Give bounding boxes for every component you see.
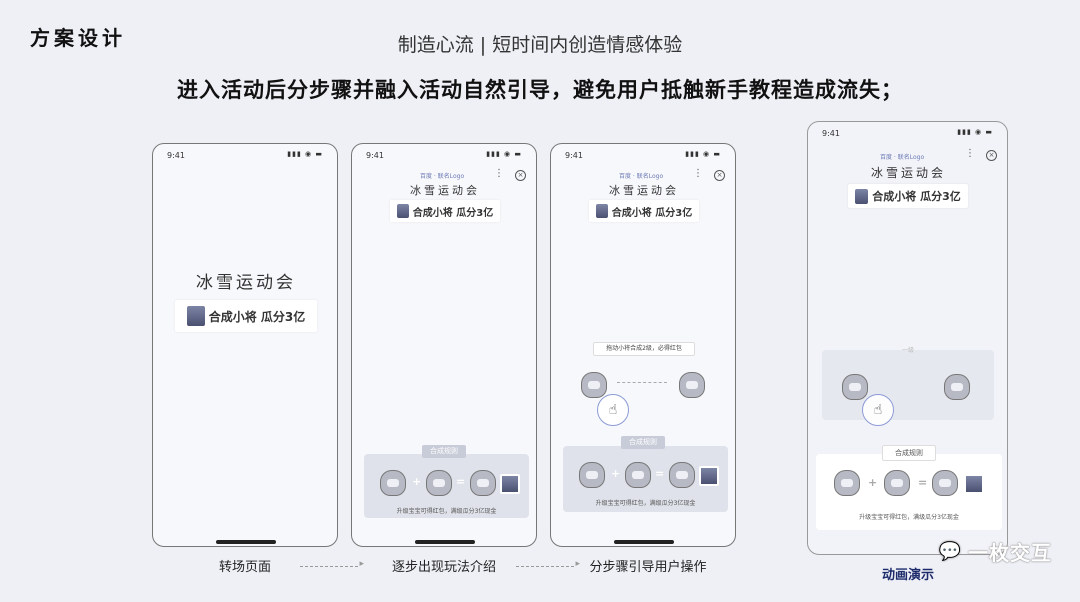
event-title: 冰雪运动会: [808, 164, 1008, 181]
event-subtitle: 合成小将 瓜分3亿: [175, 300, 317, 332]
event-subtitle-text: 合成小将 瓜分3亿: [872, 188, 960, 204]
home-indicator: [614, 540, 674, 544]
rules-label: 合成规则: [882, 445, 936, 461]
status-icons: ▮▮▮ ◉ ▬: [287, 150, 323, 158]
more-menu-icon[interactable]: ⋮: [494, 168, 504, 179]
status-time: 9:41: [822, 129, 840, 138]
event-subtitle-text: 合成小将 瓜分3亿: [612, 204, 692, 219]
logo-tag: 百度 · 联名Logo: [420, 171, 464, 180]
mascot-icon: [579, 462, 605, 488]
event-subtitle: 合成小将 瓜分3亿: [589, 200, 699, 222]
badge-icon: [596, 204, 608, 218]
rules-note: 升级宝宝可得红包，满级瓜分3亿现金: [364, 506, 529, 515]
status-time: 9:41: [565, 151, 583, 160]
mascot-icon: [380, 470, 406, 496]
event-title: 冰雪运动会: [352, 182, 537, 198]
event-subtitle-text: 合成小将 瓜分3亿: [413, 204, 493, 219]
home-indicator: [216, 540, 276, 544]
event-subtitle: 合成小将 瓜分3亿: [848, 184, 968, 208]
more-menu-icon[interactable]: ⋮: [965, 148, 975, 159]
rules-note: 升级宝宝可得红包，满级瓜分3亿现金: [563, 498, 728, 507]
mascot-icon[interactable]: [944, 374, 970, 400]
plus-icon: +: [412, 475, 421, 488]
watermark-text: 一枚交互: [968, 537, 1052, 566]
plus-icon: +: [611, 467, 620, 480]
gift-icon: [699, 466, 719, 486]
phone-demo: 9:41 ▮▮▮ ◉ ▬ ⋮ × 百度 · 联名Logo 冰雪运动会 合成小将 …: [807, 121, 1008, 555]
plus-icon: +: [868, 476, 877, 489]
close-icon[interactable]: ×: [714, 170, 725, 181]
event-title: 冰雪运动会: [551, 182, 736, 198]
tap-hand-icon: ☝: [862, 394, 894, 426]
equals-icon: =: [456, 475, 465, 488]
caption-guide: 分步骤引导用户操作: [578, 556, 718, 575]
mascot-icon: [470, 470, 496, 496]
mascot-icon[interactable]: [842, 374, 868, 400]
mascot-icon: [884, 470, 910, 496]
mascot-icon: [932, 470, 958, 496]
rules-label: 合成规则: [422, 445, 466, 458]
slide-headline: 进入活动后分步骤并融入活动自然引导，避免用户抵触新手教程造成流失；: [0, 74, 1080, 104]
guide-hint: 拖动小将合成2级，必得红包: [593, 342, 695, 356]
close-icon[interactable]: ×: [986, 150, 997, 161]
phone-intro: 9:41 ▮▮▮ ◉ ▬ ⋮ × 百度 · 联名Logo 冰雪运动会 合成小将 …: [351, 143, 537, 547]
badge-icon: [855, 189, 868, 204]
slide-subtitle: 制造心流 | 短时间内创造情感体验: [0, 30, 1080, 57]
status-icons: ▮▮▮ ◉ ▬: [685, 150, 721, 158]
status-icons: ▮▮▮ ◉ ▬: [486, 150, 522, 158]
phone-guide: 9:41 ▮▮▮ ◉ ▬ ⋮ × 百度 · 联名Logo 冰雪运动会 合成小将 …: [550, 143, 736, 547]
equals-icon: =: [918, 476, 927, 489]
logo-tag: 百度 · 联名Logo: [619, 171, 663, 180]
status-time: 9:41: [167, 151, 185, 160]
badge-icon: [187, 306, 205, 326]
rules-label: 合成规则: [621, 436, 665, 449]
phone-transition: 9:41 ▮▮▮ ◉ ▬ 冰雪运动会 合成小将 瓜分3亿: [152, 143, 338, 547]
guide-hint-faded: 一级: [888, 346, 928, 356]
caption-intro: 逐步出现玩法介绍: [374, 556, 514, 575]
tap-hand-icon: ☝: [597, 394, 629, 426]
drag-path: [617, 382, 667, 383]
mascot-icon: [834, 470, 860, 496]
flow-arrow: [516, 566, 574, 567]
event-subtitle: 合成小将 瓜分3亿: [390, 200, 500, 222]
caption-demo: 动画演示: [858, 564, 958, 583]
home-indicator: [415, 540, 475, 544]
status-icons: ▮▮▮ ◉ ▬: [957, 128, 993, 136]
mascot-icon[interactable]: [679, 372, 705, 398]
badge-icon: [397, 204, 409, 218]
rules-note: 升级宝宝可得红包，满级瓜分3亿现金: [816, 512, 1002, 521]
event-subtitle-text: 合成小将 瓜分3亿: [209, 308, 306, 325]
watermark: 💬 一枚交互: [939, 537, 1052, 566]
flow-arrow: [300, 566, 358, 567]
mascot-icon: [669, 462, 695, 488]
mascot-icon: [625, 462, 651, 488]
gift-icon: [500, 474, 520, 494]
mascot-icon: [426, 470, 452, 496]
event-title: 冰雪运动会: [153, 268, 338, 293]
gift-icon: [964, 474, 984, 494]
logo-tag: 百度 · 联名Logo: [880, 152, 924, 161]
equals-icon: =: [655, 467, 664, 480]
status-time: 9:41: [366, 151, 384, 160]
close-icon[interactable]: ×: [515, 170, 526, 181]
caption-transition: 转场页面: [195, 556, 295, 575]
chat-bubbles-icon: 💬: [939, 541, 962, 562]
more-menu-icon[interactable]: ⋮: [693, 168, 703, 179]
mascot-icon[interactable]: [581, 372, 607, 398]
